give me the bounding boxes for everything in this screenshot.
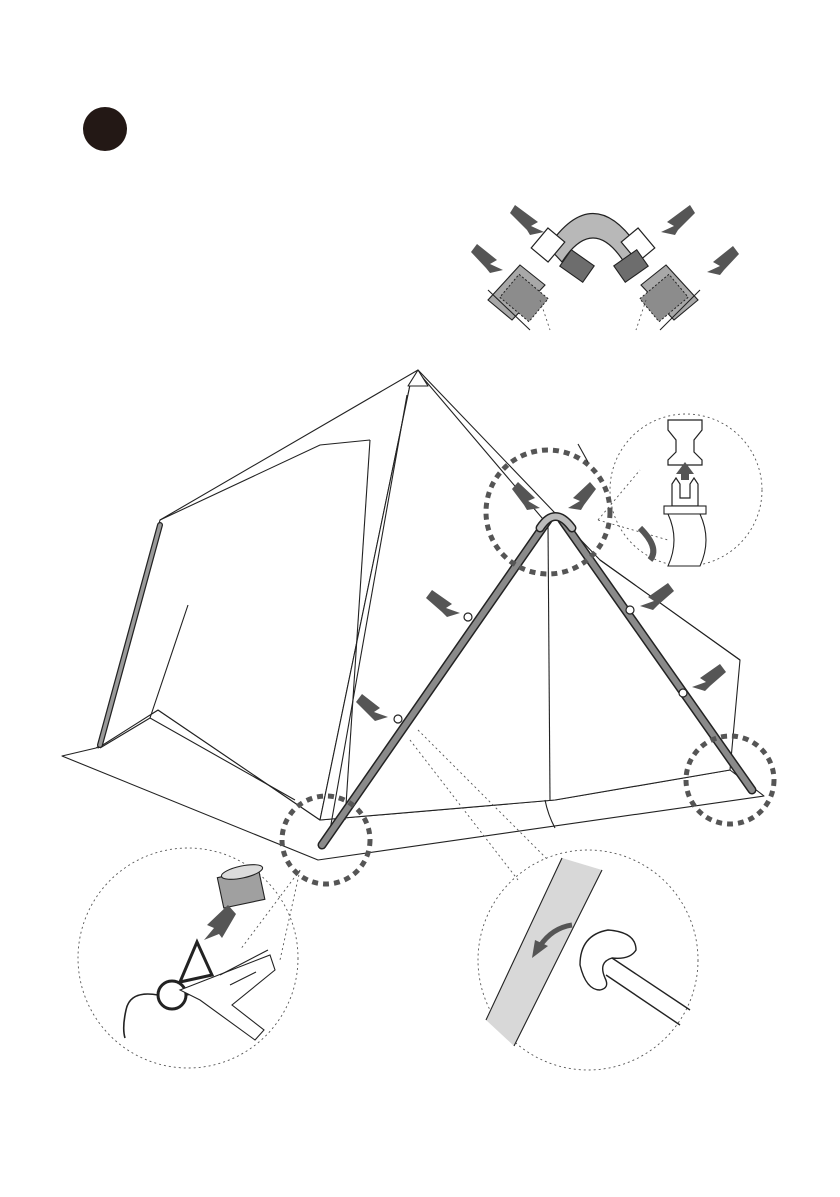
strap <box>668 514 706 566</box>
hook-icon <box>180 942 212 982</box>
apex-buckle-callout <box>610 414 762 566</box>
pole-joint <box>626 606 634 614</box>
cord <box>124 994 158 1038</box>
arrow-icon <box>510 205 544 235</box>
arrow-icon <box>707 246 739 275</box>
arrow-icon <box>568 482 596 510</box>
tent-illustration <box>62 370 774 960</box>
webbing <box>180 955 275 1040</box>
buckle-female <box>668 420 702 465</box>
foot-ring-callout <box>78 848 298 1068</box>
leader-line <box>598 520 668 540</box>
arrow-icon <box>661 205 695 235</box>
elbow-connector-detail <box>471 205 739 330</box>
o-ring-icon <box>158 981 186 1009</box>
elbow-hub <box>548 214 638 263</box>
arrow-icon <box>471 244 503 273</box>
pole-joint <box>394 715 402 723</box>
arrow-icon <box>204 905 236 940</box>
leader-line <box>598 470 640 520</box>
clip-icon <box>580 930 636 990</box>
pole-clip-callout <box>478 850 698 1070</box>
buckle-male <box>672 478 698 506</box>
pole-joint <box>464 613 472 621</box>
step-marker-icon <box>83 107 127 151</box>
pole-joint <box>679 689 687 697</box>
